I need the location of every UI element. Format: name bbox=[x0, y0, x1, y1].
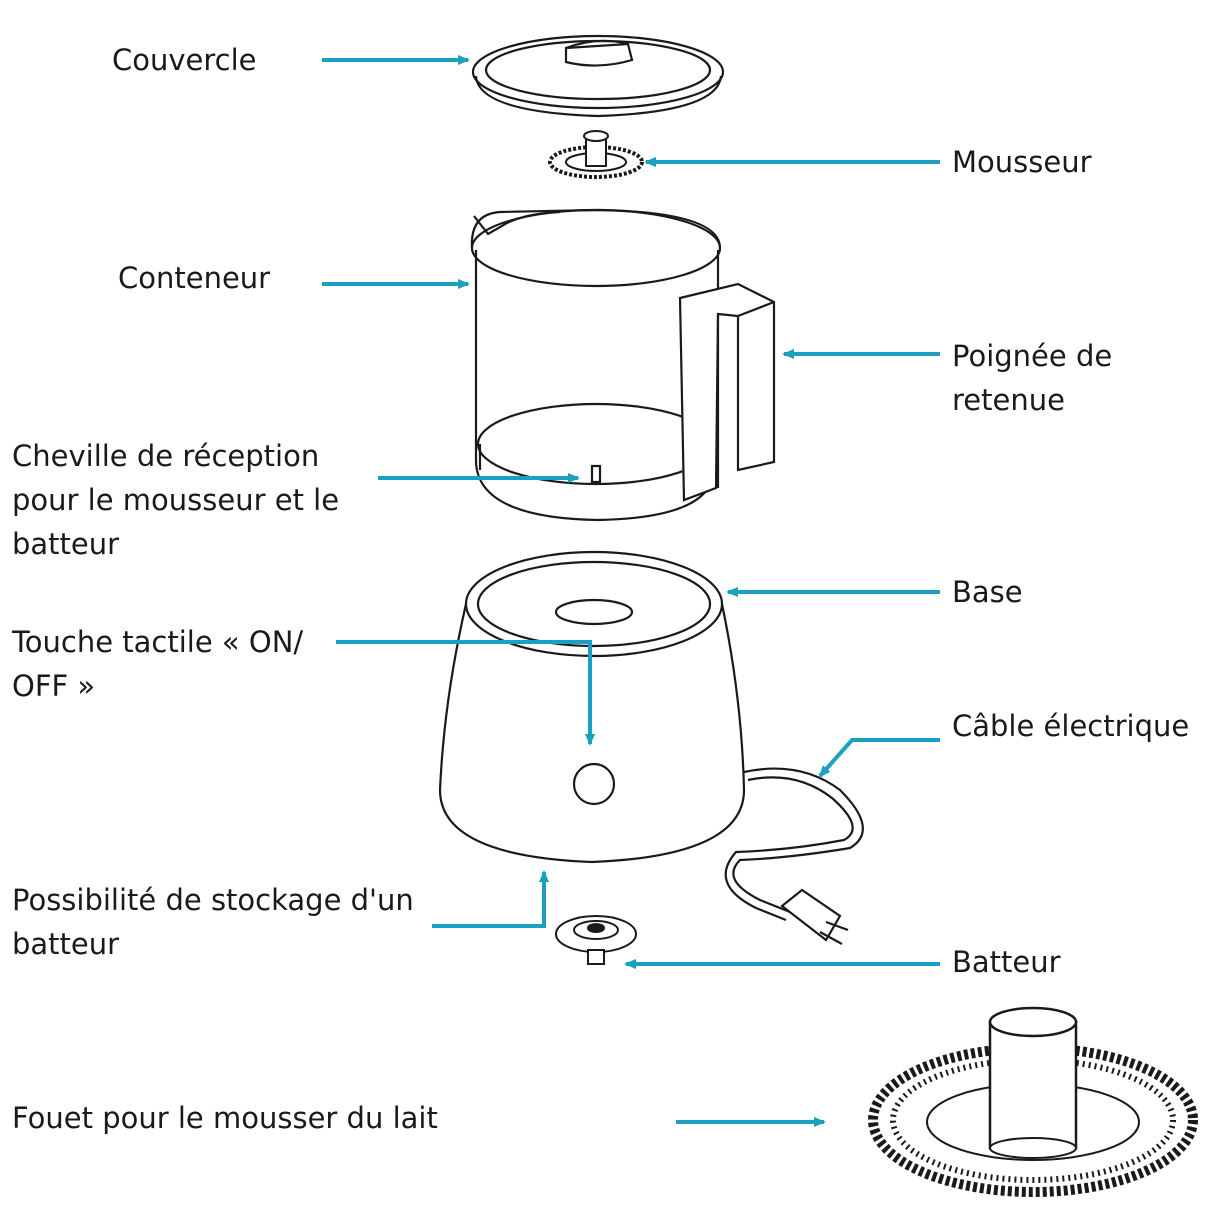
label-mousseur-text: Mousseur bbox=[952, 145, 1092, 179]
base-illustration bbox=[438, 550, 864, 945]
label-poignee: Poignée de retenue bbox=[952, 334, 1112, 422]
label-touche-line-1: Touche tactile « ON/ bbox=[12, 625, 304, 659]
label-cable: Câble électrique bbox=[952, 704, 1189, 748]
arrow-stockage bbox=[432, 870, 549, 928]
label-couvercle: Couvercle bbox=[112, 38, 257, 82]
label-touche: Touche tactile « ON/ OFF » bbox=[12, 620, 303, 708]
label-fouet-text: Fouet pour le mousser du lait bbox=[12, 1101, 438, 1135]
label-poignee-line-2: retenue bbox=[952, 383, 1065, 417]
label-conteneur-text: Conteneur bbox=[118, 261, 271, 295]
label-batteur-text: Batteur bbox=[952, 945, 1061, 979]
label-cheville-line-1: Cheville de réception bbox=[12, 439, 320, 473]
label-stockage-line-1: Possibilité de stockage d'un bbox=[12, 883, 414, 917]
label-cheville-line-3: batteur bbox=[12, 527, 120, 561]
beater-illustration bbox=[555, 915, 637, 965]
label-touche-line-2: OFF » bbox=[12, 669, 96, 703]
arrow-cable bbox=[818, 738, 940, 778]
label-cable-text: Câble électrique bbox=[952, 709, 1190, 743]
container-illustration bbox=[470, 208, 776, 522]
label-couvercle-text: Couvercle bbox=[112, 43, 257, 77]
label-fouet: Fouet pour le mousser du lait bbox=[12, 1096, 438, 1140]
label-base-text: Base bbox=[952, 575, 1023, 609]
label-base: Base bbox=[952, 570, 1023, 614]
label-cheville-line-2: pour le mousseur et le bbox=[12, 483, 340, 517]
arrow-touche bbox=[336, 640, 595, 746]
whisk-illustration bbox=[868, 1006, 1198, 1197]
label-stockage: Possibilité de stockage d'un batteur bbox=[12, 878, 414, 966]
label-stockage-line-2: batteur bbox=[12, 927, 120, 961]
frother-illustration bbox=[548, 130, 644, 179]
label-conteneur: Conteneur bbox=[118, 256, 270, 300]
label-cheville: Cheville de réception pour le mousseur e… bbox=[12, 434, 339, 566]
callout-arrows bbox=[322, 55, 940, 1127]
label-poignee-line-1: Poignée de bbox=[952, 339, 1113, 373]
lid-illustration bbox=[471, 34, 725, 118]
label-batteur: Batteur bbox=[952, 940, 1061, 984]
label-mousseur: Mousseur bbox=[952, 140, 1092, 184]
